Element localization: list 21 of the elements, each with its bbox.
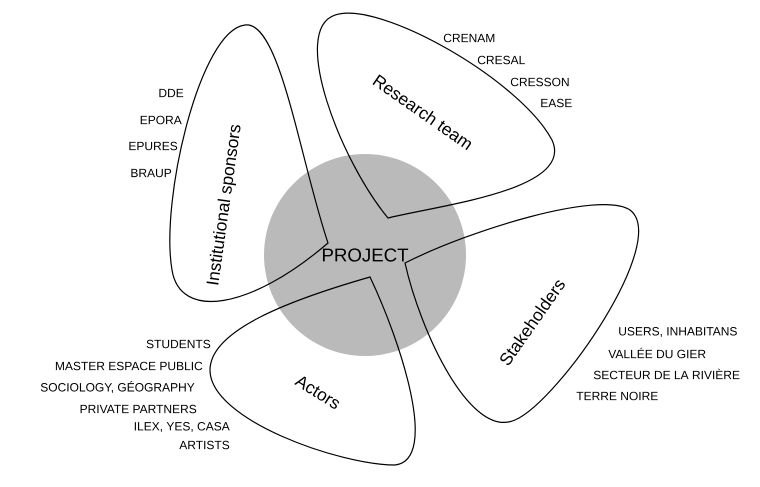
member-label: DDE xyxy=(159,88,184,98)
member-label: MASTER ESPACE PUBLIC xyxy=(56,362,202,370)
member-label: STUDENTS xyxy=(146,340,210,348)
member-label: USERS, INHABITANS xyxy=(619,327,737,337)
member-label: ILEX, YES, CASA xyxy=(134,422,230,432)
petal-title: Institutional sponsors xyxy=(206,124,240,285)
member-label: PRIVATE PARTNERS xyxy=(80,404,196,414)
member-label: ARTISTS xyxy=(179,440,230,450)
member-label: CRESSON xyxy=(510,78,569,86)
member-label: CRENAM xyxy=(444,34,494,42)
member-label: TERRE NOIRE xyxy=(576,392,658,400)
member-label: EASE xyxy=(541,98,572,108)
member-label: BRAUP xyxy=(131,168,172,178)
member-label: VALLÉE DU GIER xyxy=(608,348,706,358)
member-label: CRESAL xyxy=(478,56,525,64)
member-label: EPORA xyxy=(140,116,182,124)
member-label: SECTEUR DE LA RIVIÈRE xyxy=(594,368,740,380)
member-label: EPURES xyxy=(129,142,178,150)
project-circle xyxy=(264,154,466,356)
petal-title: PROJECT xyxy=(322,248,408,262)
member-label: SOCIOLOGY, GÉOGRAPHY xyxy=(40,381,194,393)
